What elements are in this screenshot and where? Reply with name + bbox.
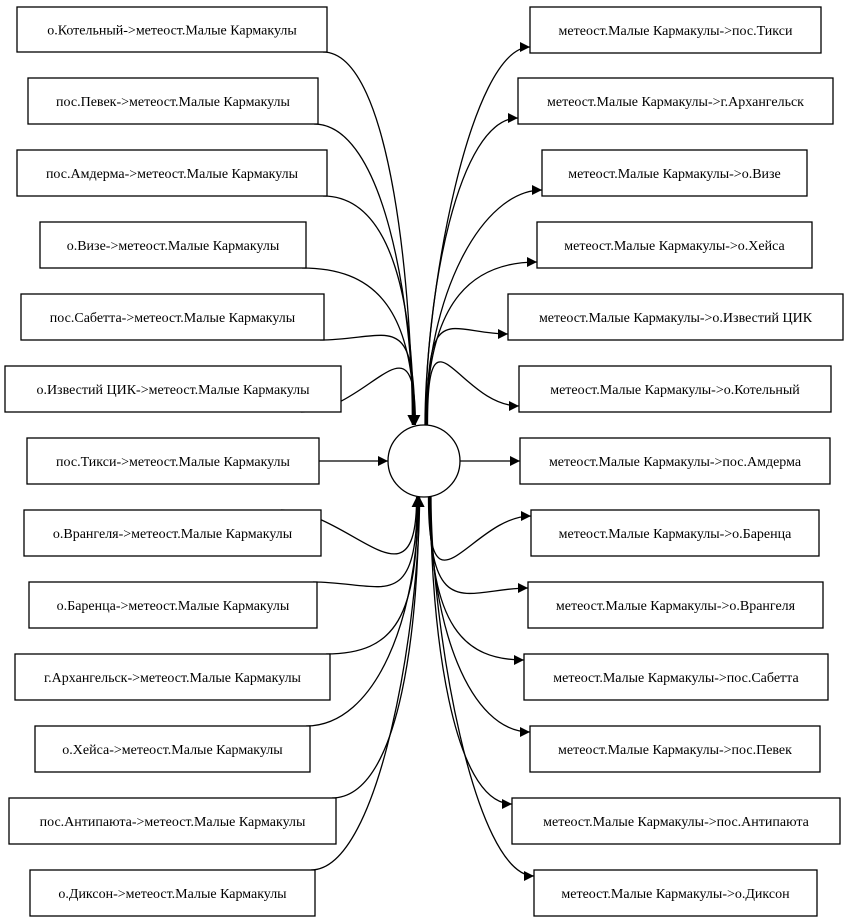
target-node-5: метеост.Малые Кармакулы->о.Котельный [518, 365, 832, 413]
edge-in-8 [312, 496, 423, 588]
target-node-box [518, 365, 832, 413]
edge-out-12 [430, 496, 535, 881]
source-node-box [20, 293, 325, 341]
target-node-7: метеост.Малые Кармакулы->о.Баренца [530, 509, 820, 557]
source-node-box [14, 653, 331, 701]
target-node-12: метеост.Малые Кармакулы->о.Диксон [533, 869, 818, 917]
source-node-box [34, 725, 311, 773]
source-node-box [8, 797, 337, 845]
source-node-5: о.Известий ЦИК->метеост.Малые Кармакулы [4, 365, 342, 413]
source-node-11: пос.Антипаюта->метеост.Малые Кармакулы [8, 797, 337, 845]
edge-out-7 [427, 496, 532, 561]
target-node-box [523, 653, 829, 701]
edge-in-12 [310, 496, 425, 871]
target-node-box [541, 149, 808, 197]
target-node-label: метеост.Малые Кармакулы->о.Хейса [564, 239, 785, 254]
source-node-1: пос.Певек->метеост.Малые Кармакулы [27, 77, 319, 125]
target-node-6: метеост.Малые Кармакулы->пос.Амдерма [519, 437, 831, 485]
source-node-box [16, 149, 328, 197]
target-node-label: метеост.Малые Кармакулы->о.Баренца [559, 527, 792, 542]
source-node-box [27, 77, 319, 125]
target-node-box [519, 437, 831, 485]
target-node-label: метеост.Малые Кармакулы->пос.Тикси [559, 24, 793, 39]
target-node-9: метеост.Малые Кармакулы->пос.Сабетта [523, 653, 829, 701]
source-node-8: о.Баренца->метеост.Малые Кармакулы [28, 581, 318, 629]
source-node-box [4, 365, 342, 413]
target-node-label: метеост.Малые Кармакулы->пос.Певек [558, 743, 792, 758]
source-node-box [29, 869, 316, 917]
target-node-label: метеост.Малые Кармакулы->пос.Антипаюта [543, 815, 810, 830]
source-node-4: пос.Сабетта->метеост.Малые Кармакулы [20, 293, 325, 341]
edge-in-11 [331, 496, 424, 799]
source-node-label: о.Хейса->метеост.Малые Кармакулы [62, 743, 283, 758]
target-node-4: метеост.Малые Кармакулы->о.Известий ЦИК [507, 293, 844, 341]
hub-node [387, 424, 461, 498]
target-node-3: метеост.Малые Кармакулы->о.Хейса [536, 221, 813, 269]
target-node-label: метеост.Малые Кармакулы->о.Известий ЦИК [539, 311, 813, 326]
edge-out-5 [426, 361, 520, 426]
edge-out-11 [429, 496, 513, 809]
source-node-box [39, 221, 307, 269]
edge-out-8 [428, 496, 529, 595]
target-node-box [511, 797, 841, 845]
edge-out-10 [429, 496, 531, 737]
source-node-label: о.Баренца->метеост.Малые Кармакулы [57, 599, 290, 614]
edge-out-9 [428, 496, 525, 665]
target-node-0: метеост.Малые Кармакулы->пос.Тикси [529, 6, 822, 54]
target-node-box [507, 293, 844, 341]
target-node-box [529, 725, 821, 773]
source-node-label: о.Врангеля->метеост.Малые Кармакулы [53, 527, 293, 542]
target-node-box [536, 221, 813, 269]
source-node-label: о.Котельный->метеост.Малые Кармакулы [47, 24, 297, 39]
source-node-label: о.Визе->метеост.Малые Кармакулы [67, 239, 280, 254]
target-node-box [517, 77, 834, 125]
source-node-6: пос.Тикси->метеост.Малые Кармакулы [26, 437, 320, 485]
source-node-box [28, 581, 318, 629]
source-node-label: пос.Амдерма->метеост.Малые Кармакулы [46, 167, 299, 182]
target-node-label: метеост.Малые Кармакулы->о.Котельный [550, 383, 800, 398]
edge-out-0 [424, 42, 531, 426]
source-node-3: о.Визе->метеост.Малые Кармакулы [39, 221, 307, 269]
target-node-10: метеост.Малые Кармакулы->пос.Певек [529, 725, 821, 773]
target-node-label: метеост.Малые Кармакулы->о.Визе [568, 167, 781, 182]
source-node-label: г.Архангельск->метеост.Малые Кармакулы [44, 671, 302, 686]
edge-in-10 [305, 496, 424, 727]
edge-out-1 [424, 113, 519, 426]
source-node-12: о.Диксон->метеост.Малые Кармакулы [29, 869, 316, 917]
target-node-2: метеост.Малые Кармакулы->о.Визе [541, 149, 808, 197]
source-node-2: пос.Амдерма->метеост.Малые Кармакулы [16, 149, 328, 197]
target-node-label: метеост.Малые Кармакулы->о.Врангеля [556, 599, 796, 614]
source-node-box [26, 437, 320, 485]
source-node-9: г.Архангельск->метеост.Малые Кармакулы [14, 653, 331, 701]
target-node-label: метеост.Малые Кармакулы->пос.Сабетта [553, 671, 799, 686]
source-node-label: о.Диксон->метеост.Малые Кармакулы [58, 887, 287, 902]
source-node-label: о.Известий ЦИК->метеост.Малые Кармакулы [36, 383, 310, 398]
source-node-label: пос.Антипаюта->метеост.Малые Кармакулы [40, 815, 306, 830]
source-node-box [23, 509, 322, 557]
target-node-label: метеост.Малые Кармакулы->о.Диксон [561, 887, 790, 902]
source-node-7: о.Врангеля->метеост.Малые Кармакулы [23, 509, 322, 557]
source-node-0: о.Котельный->метеост.Малые Кармакулы [16, 6, 328, 53]
source-node-label: пос.Сабетта->метеост.Малые Кармакулы [50, 311, 296, 326]
edge-out-4 [426, 327, 509, 426]
edge-in-4 [319, 334, 420, 426]
target-node-1: метеост.Малые Кармакулы->г.Архангельск [517, 77, 834, 125]
source-node-box [16, 6, 328, 53]
target-node-11: метеост.Малые Кармакулы->пос.Антипаюта [511, 797, 841, 845]
source-node-10: о.Хейса->метеост.Малые Кармакулы [34, 725, 311, 773]
target-node-box [529, 6, 822, 54]
target-node-box [527, 581, 824, 629]
target-node-box [530, 509, 820, 557]
target-node-label: метеост.Малые Кармакулы->г.Архангельск [547, 95, 804, 110]
source-node-label: пос.Тикси->метеост.Малые Кармакулы [56, 455, 290, 470]
target-node-label: метеост.Малые Кармакулы->пос.Амдерма [549, 455, 802, 470]
source-node-label: пос.Певек->метеост.Малые Кармакулы [56, 95, 291, 110]
nodes-layer: о.Котельный->метеост.Малые Кармакулы пос.… [4, 6, 844, 917]
target-node-box [533, 869, 818, 917]
target-node-8: метеост.Малые Кармакулы->о.Врангеля [527, 581, 824, 629]
